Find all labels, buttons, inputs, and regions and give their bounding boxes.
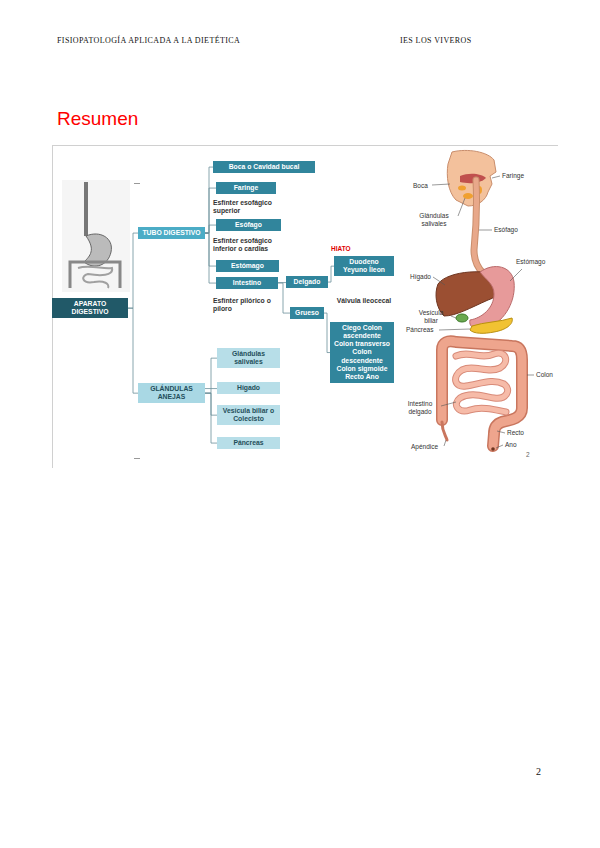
small-intestine [456, 353, 508, 412]
sphincter-note: Esfínter esofágico superior [213, 199, 287, 215]
box-text: Grueso [293, 309, 321, 317]
leader-line [510, 269, 522, 281]
box-text: Vesícula biliar o Colecisto [220, 407, 277, 423]
leader-line [439, 329, 470, 330]
group-box: GLÁNDULAS ANEJAS [138, 383, 205, 403]
part-label: Colon [536, 371, 553, 379]
tick-mark [134, 458, 140, 459]
slide-number: 2 [526, 451, 530, 459]
sketch-esophagus [84, 182, 88, 236]
valve-note: Válvula ileocecal [334, 297, 394, 305]
leader-line [527, 375, 534, 376]
box-text: Glándulas salivales [220, 350, 277, 366]
leader-line [441, 402, 456, 406]
leader-line [479, 230, 492, 231]
part-label: Intestino delgado [400, 400, 440, 416]
anus [491, 447, 495, 451]
bracket-connector [205, 358, 217, 393]
bracket-connector [205, 393, 217, 443]
bracket-connector [128, 233, 138, 308]
gland-box: Hígado [217, 382, 280, 394]
gland-box: Glándulas salivales [217, 348, 280, 368]
leader-line [433, 277, 445, 285]
leader-line [458, 198, 465, 216]
leader-line [492, 176, 500, 178]
group-box: TUBO DIGESTIVO [138, 227, 205, 239]
gland-box: Vesícula biliar o Colecisto [217, 405, 280, 425]
sphincter-note: Esfínter pilórico o píloro [213, 297, 279, 313]
part-label: Ano [505, 441, 517, 449]
page-number: 2 [536, 766, 541, 778]
appendix [442, 422, 447, 440]
organ-box: Esófago [216, 219, 281, 231]
leader-line [451, 316, 456, 318]
box-text: Intestino [219, 279, 275, 287]
section-box: Delgado [286, 276, 328, 288]
part-label: Estómago [516, 258, 545, 266]
salivary-gland [463, 193, 473, 199]
esophagus-outline [474, 180, 483, 273]
box-text: Faringe [219, 184, 273, 192]
slide-frame [52, 145, 558, 468]
box-text: Duodeno Yeyuno Íleon [337, 258, 391, 274]
box-text: Boca o Cavidad bucal [216, 163, 312, 171]
box-text: Páncreas [220, 439, 277, 447]
page-header: FISIOPATOLOGÍA APLICADA A LA DIETÉTICA [57, 36, 240, 46]
part-label: Glándulas salivales [412, 212, 456, 228]
gland-box: Páncreas [217, 437, 280, 449]
sketch-ground [62, 180, 130, 292]
box-text: Delgado [289, 278, 325, 286]
box-text: Estómago [219, 262, 276, 270]
part-label: Hígado [410, 273, 431, 281]
leader-line [497, 431, 505, 433]
part-label: Recto [507, 429, 524, 437]
salivary-gland [458, 186, 466, 191]
sketch-intestine [78, 267, 112, 288]
organ-box: Intestino [216, 277, 278, 289]
part-label: Esófago [494, 226, 518, 234]
bracket-connector [205, 225, 216, 233]
organ-box: Boca o Cavidad bucal [213, 161, 315, 173]
part-label: Apéndice [411, 443, 438, 451]
box-text: APARATO DIGESTIVO [55, 300, 125, 316]
sphincter-note: Esfínter esofágico inferior o cardias [213, 237, 287, 253]
organ-box: Faringe [216, 182, 276, 194]
section-box: Grueso [290, 307, 324, 319]
page-header: IES LOS VIVEROS [400, 36, 472, 46]
part-label: Faringe [502, 172, 524, 180]
bracket-connector [205, 388, 217, 389]
box-text: TUBO DIGESTIVO [141, 229, 202, 237]
part-label: Boca [413, 182, 428, 190]
esophagus [474, 180, 483, 273]
sketch-colon [70, 262, 120, 288]
organ-box: Estómago [216, 260, 279, 272]
warning-note: HIATO [331, 245, 351, 253]
leader-line [432, 184, 450, 185]
tick-mark [134, 183, 140, 184]
box-text: GLÁNDULAS ANEJAS [141, 385, 202, 401]
part-label: Páncreas [406, 326, 433, 334]
box-text: Ciego Colon ascendente Colon transverso … [333, 324, 391, 381]
box-text: Hígado [220, 384, 277, 392]
digestive-illustration [436, 150, 522, 450]
frame-line [52, 145, 558, 146]
small-intestine-outline [456, 353, 508, 412]
box-text: Esófago [219, 221, 278, 229]
leader-line [444, 440, 446, 446]
head-shape [447, 150, 496, 206]
system-box: APARATO DIGESTIVO [52, 298, 128, 318]
pancreas [470, 318, 512, 333]
gallbladder [456, 314, 468, 322]
gray-sketch [62, 180, 130, 292]
bracket-connector [128, 308, 138, 393]
part-list-box: Duodeno Yeyuno Íleon [334, 256, 394, 276]
section-heading: Resumen [57, 108, 138, 130]
leader-line [496, 445, 503, 448]
part-list-box: Ciego Colon ascendente Colon transverso … [330, 322, 394, 383]
part-label: Vesícula biliar [412, 309, 450, 325]
